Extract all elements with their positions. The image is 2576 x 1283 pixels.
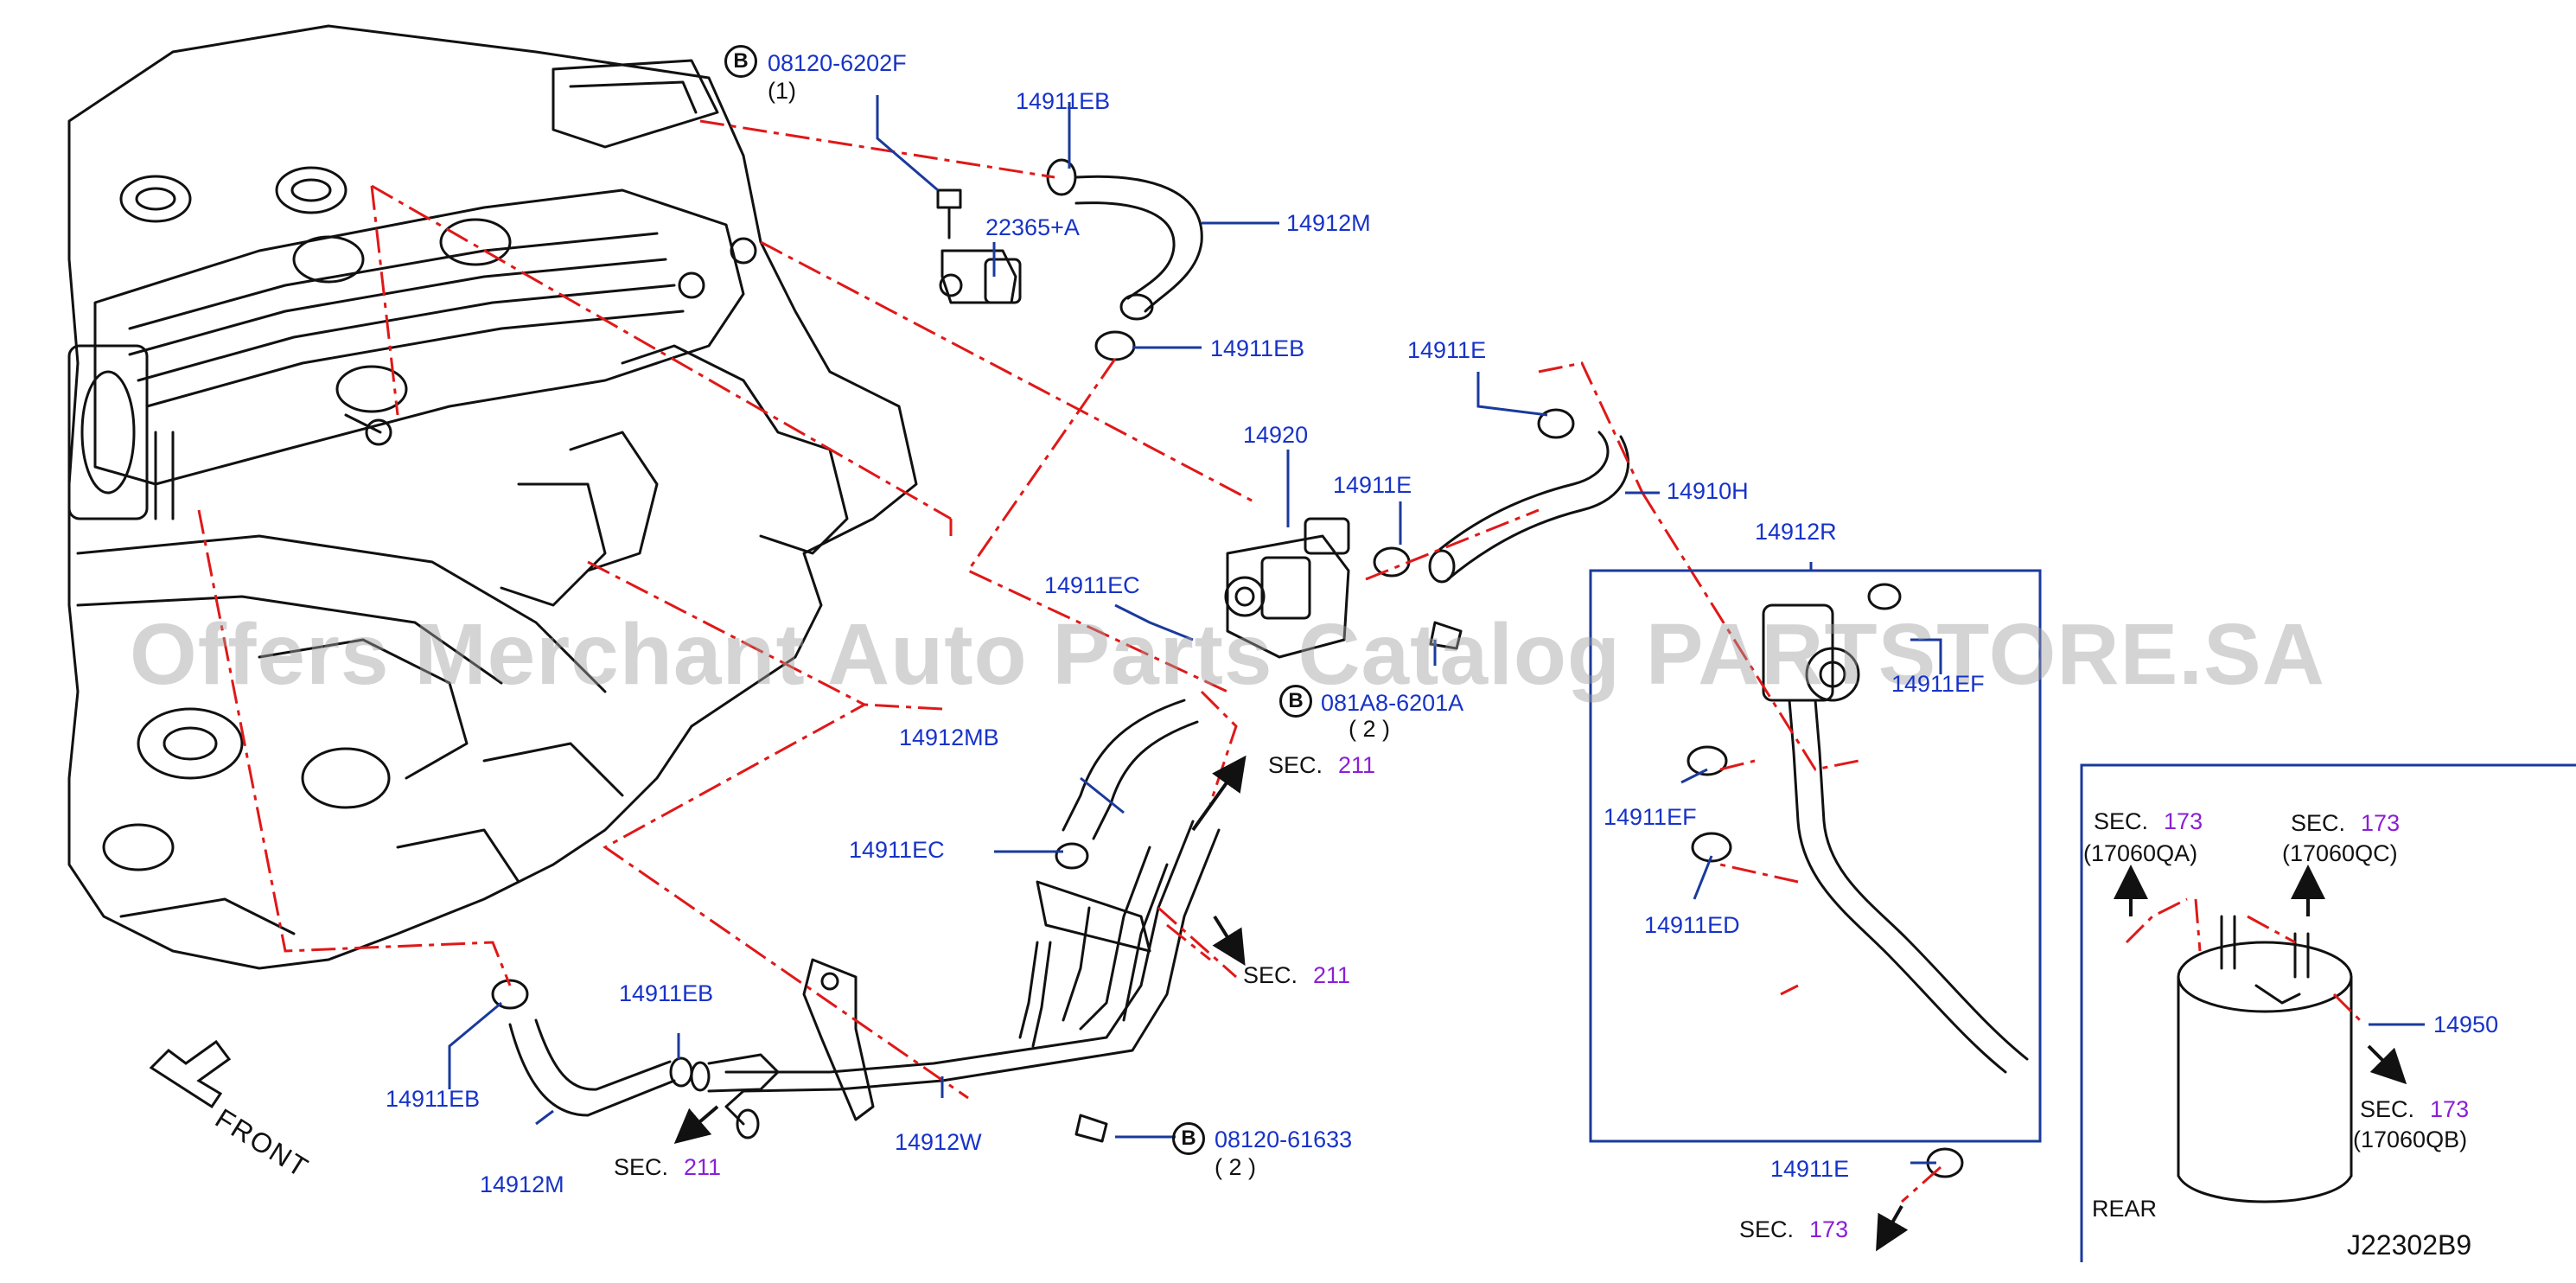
engine-block-drawing xyxy=(67,24,918,970)
label-081A8-6201A[interactable]: 081A8-6201A xyxy=(1321,690,1464,716)
qty-08120-61633: ( 2 ) xyxy=(1215,1154,1257,1180)
section-ref-173-qa[interactable]: SEC.173 xyxy=(2094,808,2203,834)
label-14911EB-mid[interactable]: 14911EB xyxy=(1210,335,1305,361)
label-14920[interactable]: 14920 xyxy=(1243,422,1309,448)
label-08120-61633[interactable]: 08120-61633 xyxy=(1215,1127,1353,1152)
label-14911EB-bot[interactable]: 14911EB xyxy=(386,1086,481,1112)
label-14912MB[interactable]: 14912MB xyxy=(899,724,999,750)
label-14912M-bot[interactable]: 14912M xyxy=(480,1171,564,1197)
label-14911E-mid[interactable]: 14911E xyxy=(1333,472,1412,498)
label-14911EC-top[interactable]: 14911EC xyxy=(1044,572,1140,598)
section-ref-173-qb[interactable]: SEC.173 xyxy=(2360,1096,2470,1122)
label-14911EF[interactable]: 14911EF xyxy=(1604,804,1697,830)
diagram-code: J22302B9 xyxy=(2347,1229,2472,1261)
label-14950[interactable]: 14950 xyxy=(2433,1012,2499,1037)
red-leader-lines xyxy=(197,119,2362,1203)
bolt-marker-b-2: B xyxy=(1279,685,1312,718)
label-14911EB-top[interactable]: 14911EB xyxy=(1016,88,1111,114)
section-ref-211-a[interactable]: SEC.211 xyxy=(1268,752,1376,778)
label-14912M-top[interactable]: 14912M xyxy=(1286,210,1371,236)
section-arrows xyxy=(673,755,2407,1252)
section-ref-211-b[interactable]: SEC.211 xyxy=(1243,962,1351,988)
rear-label: REAR xyxy=(2092,1196,2158,1222)
label-14911EC-low[interactable]: 14911EC xyxy=(849,837,945,863)
label-14911ED[interactable]: 14911ED xyxy=(1644,912,1740,938)
section-code-17060QA: (17060QA) xyxy=(2083,840,2198,866)
qty-08120-6202F: (1) xyxy=(768,78,796,104)
label-14911E-bot[interactable]: 14911E xyxy=(1770,1156,1850,1182)
label-08120-6202F[interactable]: 08120-6202F xyxy=(768,50,907,76)
watermark-text: Offers Merchant Auto Parts Catalog PARTS… xyxy=(130,606,2325,703)
section-ref-211-c[interactable]: SEC.211 xyxy=(614,1154,722,1180)
qty-081A8-6201A: ( 2 ) xyxy=(1349,716,1391,742)
section-code-17060QB: (17060QB) xyxy=(2353,1127,2468,1152)
label-22365A[interactable]: 22365+A xyxy=(985,214,1080,240)
section-ref-173-qc[interactable]: SEC.173 xyxy=(2291,810,2401,836)
label-14911EF-box[interactable]: 14911EF xyxy=(1891,671,1985,697)
label-14911E-top[interactable]: 14911E xyxy=(1407,337,1487,363)
label-14912R[interactable]: 14912R xyxy=(1755,519,1837,545)
bolt-marker-b: B xyxy=(724,45,757,78)
label-14910H[interactable]: 14910H xyxy=(1667,478,1749,504)
label-14911EB-low[interactable]: 14911EB xyxy=(619,980,714,1006)
bolt-marker-b-3: B xyxy=(1172,1122,1205,1155)
detail-box-canister xyxy=(2080,763,2576,1262)
front-arrow-icon xyxy=(149,1039,232,1109)
blue-leader-lines xyxy=(448,95,2425,1165)
detail-box-14912R xyxy=(1589,569,2042,1143)
section-code-17060QC: (17060QC) xyxy=(2282,840,2398,866)
section-ref-173-hose[interactable]: SEC.173 xyxy=(1739,1216,1849,1242)
label-14912W[interactable]: 14912W xyxy=(895,1129,982,1155)
